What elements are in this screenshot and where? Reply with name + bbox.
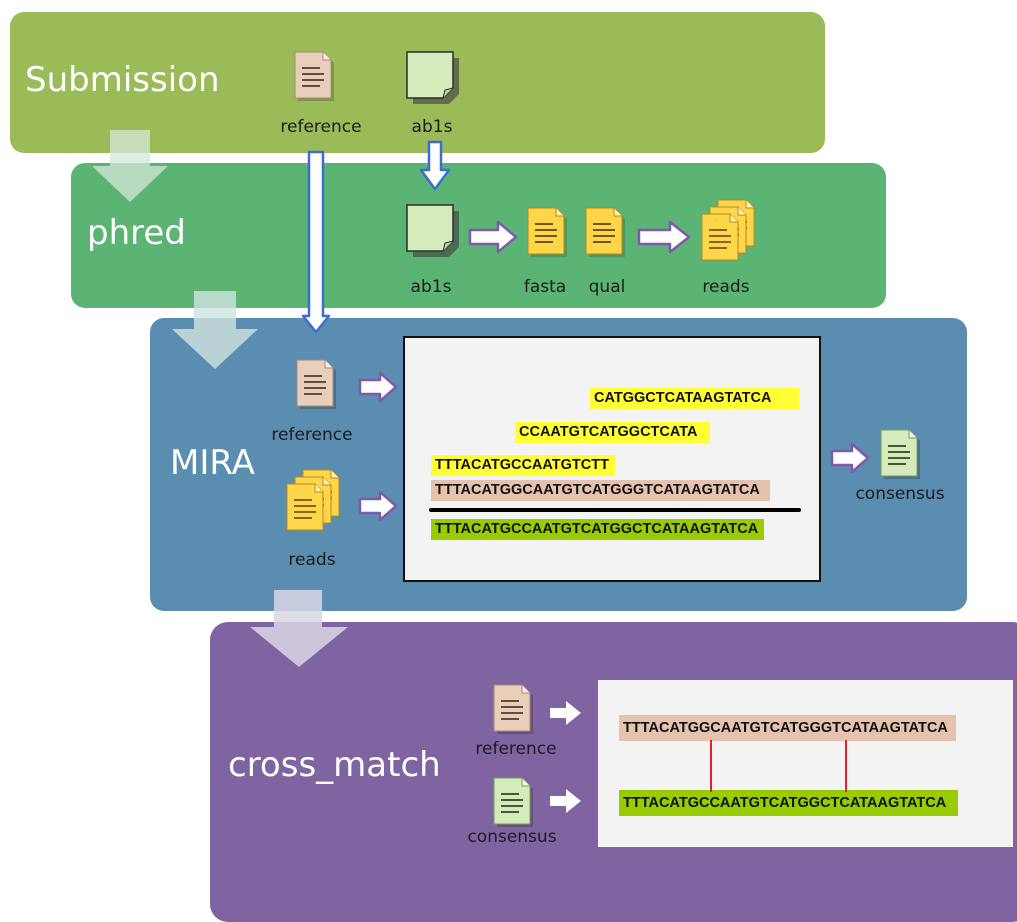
qual-document-icon — [585, 207, 625, 257]
label-cross-match-reference: reference — [475, 739, 557, 759]
stage-arrow-phred-to-mira — [172, 291, 258, 369]
mismatch-line — [710, 740, 712, 792]
mira-consensus-divider — [429, 508, 801, 512]
arrow-ab1s-down — [419, 140, 451, 191]
label-phred-ab1s: ab1s — [410, 277, 452, 297]
reads-documents-icon — [286, 469, 340, 531]
stage-title-cross-match: cross_match — [228, 745, 441, 785]
fasta-document-icon — [527, 207, 567, 257]
mira-read-sequence: CCAATGTCATGGCTCATA — [515, 422, 710, 443]
arrow-mira-to-consensus — [830, 442, 870, 474]
arrow-reference-to-mira — [301, 150, 331, 334]
stage-title-phred: phred — [87, 213, 186, 253]
arrow-cross-match-reference-to-alignment — [550, 701, 581, 725]
arrow-ab1s-to-fasta — [468, 220, 518, 254]
label-phred-qual: qual — [588, 277, 626, 297]
mira-read-sequence: CATGGCTCATAAGTATCA — [590, 388, 800, 409]
label-phred-reads: reads — [702, 277, 750, 297]
consensus-document-icon — [493, 777, 533, 827]
label-submission-reference: reference — [280, 117, 362, 137]
reference-document-icon — [296, 359, 336, 409]
mira-consensus-sequence: TTTACATGCCAATGTCATGGCTCATAAGTATCA — [431, 519, 765, 540]
arrow-mira-reads-to-alignment — [358, 490, 398, 522]
arrow-cross-match-consensus-to-alignment — [550, 789, 581, 813]
stage-arrow-submission-to-phred — [92, 130, 168, 202]
stage-arrow-mira-to-cross-match — [250, 590, 348, 667]
arrow-qual-to-reads — [637, 220, 691, 254]
label-mira-reads: reads — [288, 550, 336, 570]
label-submission-ab1s: ab1s — [411, 117, 453, 137]
mira-read-sequence: TTTACATGCCAATGTCTT — [431, 455, 615, 476]
reference-document-icon — [493, 684, 533, 734]
label-phred-fasta: fasta — [523, 277, 567, 297]
cross-match-consensus-sequence: TTTACATGCCAATGTCATGGCTCATAAGTATCA — [619, 790, 959, 816]
arrow-mira-reference-to-alignment — [358, 371, 398, 403]
ab1-file-icon — [406, 204, 459, 257]
mismatch-line — [845, 740, 847, 792]
reference-document-icon — [294, 51, 334, 101]
label-cross-match-consensus: consensus — [467, 827, 557, 847]
ab1-file-icon — [406, 51, 459, 104]
stage-title-submission: Submission — [25, 60, 220, 100]
consensus-document-icon — [880, 429, 920, 479]
reads-documents-icon — [701, 199, 755, 261]
label-mira-consensus: consensus — [855, 484, 945, 504]
mira-reference-sequence: TTTACATGGCAATGTCATGGGTCATAAGTATCA — [431, 480, 770, 501]
cross-match-reference-sequence: TTTACATGGCAATGTCATGGGTCATAAGTATCA — [619, 715, 956, 741]
stage-title-mira: MIRA — [170, 443, 255, 483]
label-mira-reference: reference — [271, 425, 353, 445]
cross-match-alignment-box — [598, 680, 1013, 847]
